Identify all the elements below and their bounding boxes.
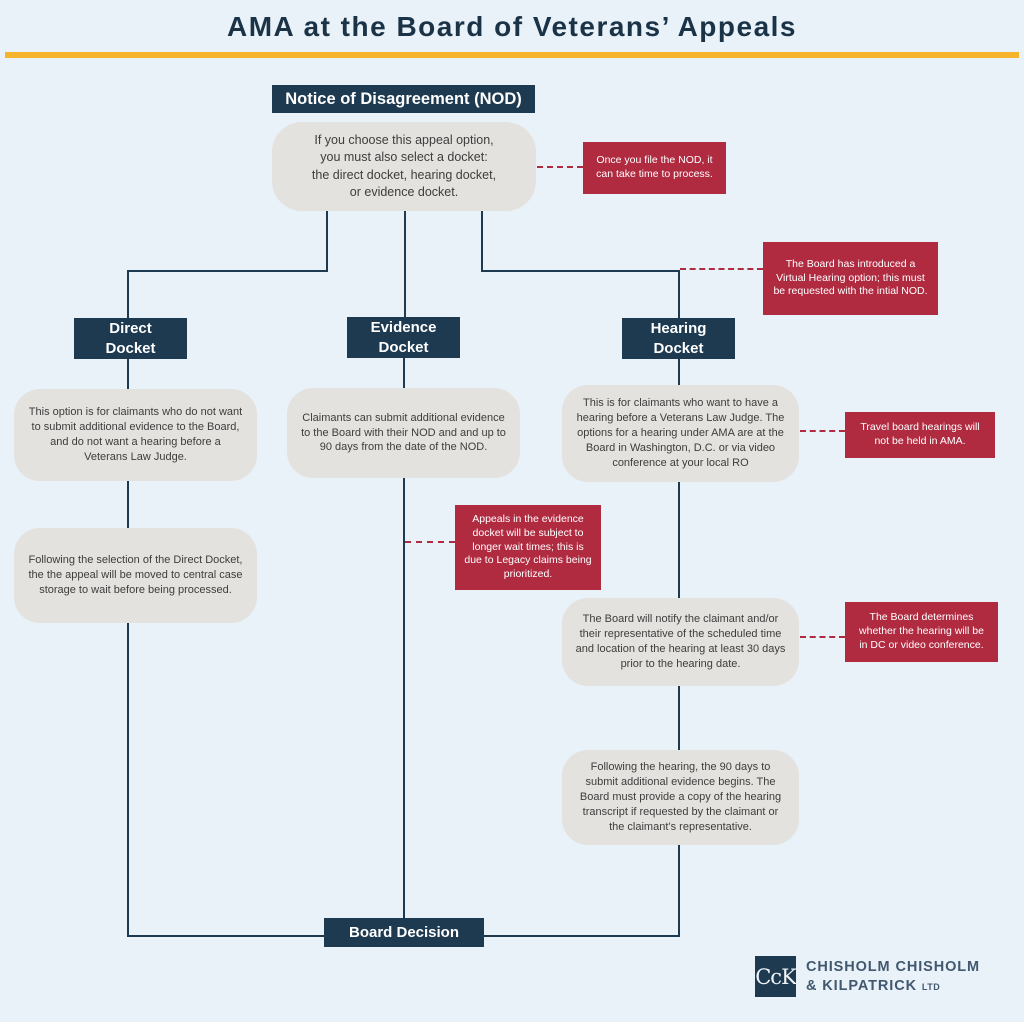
connector-bottom-right-h	[482, 935, 680, 937]
evidence-step-1: Claimants can submit additional evidence…	[287, 388, 520, 478]
connector-direct-spine	[127, 356, 129, 937]
company-name-line1: CHISHOLM CHISHOLM	[806, 958, 980, 975]
direct-step-1: This option is for claimants who do not …	[14, 389, 257, 481]
connector-nod-left-drop	[326, 210, 328, 272]
dashed-connector-evidence-wait	[405, 541, 455, 543]
evidence-docket-header: Evidence Docket	[347, 317, 460, 358]
hearing-step-1: This is for claimants who want to have a…	[562, 385, 799, 482]
dashed-connector-virtual-hearing	[680, 268, 763, 270]
page-title: AMA at the Board of Veterans’ Appeals	[227, 11, 797, 42]
company-name: CHISHOLM CHISHOLM & KILPATRICK LTD	[806, 958, 980, 996]
nod-header-box: Notice of Disagreement (NOD)	[272, 85, 535, 113]
board-decision-box: Board Decision	[324, 918, 484, 947]
direct-step-2: Following the selection of the Direct Do…	[14, 528, 257, 623]
company-name-suffix: LTD	[921, 981, 941, 992]
connector-left-elbow-h	[127, 270, 328, 272]
connector-left-elbow-v	[127, 270, 129, 320]
hearing-docket-header: Hearing Docket	[622, 318, 735, 359]
hearing-step-2: The Board will notify the claimant and/o…	[562, 598, 799, 686]
dashed-connector-travel-board	[800, 430, 845, 432]
connector-evidence-spine	[403, 356, 405, 920]
direct-docket-header: Direct Docket	[74, 318, 187, 359]
connector-bottom-left-h	[127, 935, 326, 937]
nod-body-box: If you choose this appeal option, you mu…	[272, 122, 536, 211]
connector-nod-right-drop	[481, 210, 483, 272]
callout-travel-board: Travel board hearings will not be held i…	[845, 412, 995, 458]
callout-evidence-wait: Appeals in the evidence docket will be s…	[455, 505, 601, 590]
accent-rule	[5, 52, 1019, 58]
connector-nod-middle-drop	[404, 210, 406, 320]
dashed-connector-board-determines	[800, 636, 845, 638]
callout-board-determines: The Board determines whether the hearing…	[845, 602, 998, 662]
cck-monogram-icon: CcK	[755, 956, 797, 997]
connector-right-elbow-v	[678, 270, 680, 320]
callout-virtual-hearing: The Board has introduced a Virtual Heari…	[763, 242, 938, 315]
hearing-step-3: Following the hearing, the 90 days to su…	[562, 750, 799, 845]
company-name-line2: & KILPATRICK LTD	[806, 977, 941, 994]
company-logo: CcK CHISHOLM CHISHOLM & KILPATRICK LTD	[755, 956, 980, 997]
dashed-connector-nod-note	[537, 166, 583, 168]
callout-nod-note: Once you file the NOD, it can take time …	[583, 142, 726, 194]
connector-right-elbow-h	[481, 270, 680, 272]
